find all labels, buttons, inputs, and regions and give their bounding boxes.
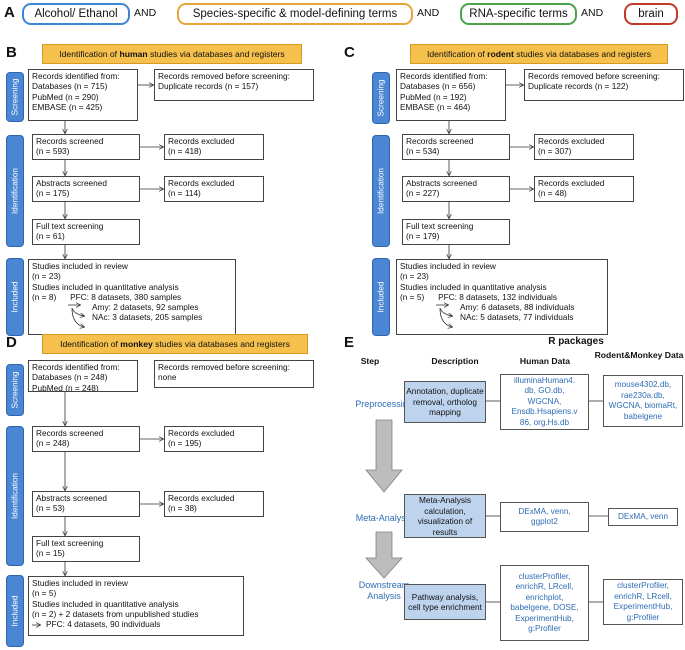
col-rodent-header: Rodent&Monkey Data: [594, 350, 684, 360]
rodent-packages-downstream: clusterProfiler, enrichR, LRcell, Experi…: [603, 579, 683, 625]
stage-screening: Screening: [372, 72, 390, 124]
step-downstream-analysis: Downstream Analysis: [358, 580, 410, 601]
records-removed-box: Records removed before screening:none: [154, 360, 314, 388]
records-excluded-box: Records excluded(n = 114): [164, 176, 264, 202]
panel-b-title: Identification of human studies via data…: [42, 44, 302, 64]
records-excluded-box: Records excluded(n = 307): [534, 134, 634, 160]
records-screened-box: Records screened(n = 248): [32, 426, 140, 452]
and-word: AND: [417, 7, 440, 19]
stage-identification: Identification: [6, 135, 24, 247]
stage-included: Included: [6, 258, 24, 336]
rodent-packages-meta-analysis: DExMA, venn: [608, 508, 678, 526]
full-text-box: Full text screening(n = 61): [32, 219, 140, 245]
stage-screening: Screening: [6, 364, 24, 416]
panel-e-label: E: [344, 334, 355, 351]
included-box: Studies included in review(n = 23)Studie…: [396, 259, 608, 335]
panel-c-label: C: [344, 44, 355, 61]
search-term-brain: brain: [624, 3, 678, 25]
records-excluded-box: Records excluded(n = 38): [164, 491, 264, 517]
full-text-box: Full text screening(n = 179): [402, 219, 510, 245]
panel-c-title: Identification of rodent studies via dat…: [410, 44, 668, 64]
human-packages-meta-analysis: DExMA, venn, ggplot2: [500, 502, 589, 532]
and-word: AND: [134, 7, 157, 19]
full-text-box: Full text screening(n = 15): [32, 536, 140, 562]
preprocessing-description: Annotation, duplicate removal, ortholog …: [404, 381, 486, 423]
abstracts-screened-box: Abstracts screened(n = 227): [402, 176, 510, 202]
search-term-rna: RNA-specific terms: [460, 3, 577, 25]
records-screened-box: Records screened(n = 534): [402, 134, 510, 160]
col-description-header: Description: [431, 356, 479, 366]
human-packages-preprocessing: illuminaHuman4. db, GO.db, WGCNA, Ensdb.…: [500, 374, 589, 430]
stage-identification: Identification: [372, 135, 390, 247]
included-box: Studies included in review(n = 5)Studies…: [28, 576, 244, 636]
r-packages-header: R packages: [548, 336, 604, 347]
records-screened-box: Records screened(n = 593): [32, 134, 140, 160]
panel-b-label: B: [6, 44, 17, 61]
downstream-description: Pathway analysis, cell type enrichment: [404, 584, 486, 620]
records-identified-box: Records identified from:Databases (n = 2…: [28, 360, 138, 392]
stage-included: Included: [6, 575, 24, 647]
stage-identification: Identification: [6, 426, 24, 566]
step-meta-analysis: Meta-Analysis: [355, 513, 413, 523]
stage-screening: Screening: [6, 72, 24, 122]
panel-a-label: A: [4, 4, 15, 21]
records-identified-box: Records identified from:Databases (n = 6…: [396, 69, 506, 121]
records-removed-box: Records removed before screening:Duplica…: [524, 69, 684, 101]
records-excluded-box: Records excluded(n = 195): [164, 426, 264, 452]
records-excluded-box: Records excluded(n = 418): [164, 134, 264, 160]
search-term-alcohol: Alcohol/ Ethanol: [22, 3, 130, 25]
col-step-header: Step: [360, 356, 380, 366]
step-preprocessing: Preprocessing: [355, 399, 413, 409]
abstracts-screened-box: Abstracts screened(n = 53): [32, 491, 140, 517]
rodent-packages-preprocessing: mouse4302.db, rae230a.db, WGCNA, biomaRt…: [603, 375, 683, 427]
records-identified-box: Records identified from:Databases (n = 7…: [28, 69, 138, 121]
search-term-species: Species-specific & model-defining terms: [177, 3, 413, 25]
records-removed-box: Records removed before screening:Duplica…: [154, 69, 314, 101]
stage-included: Included: [372, 258, 390, 336]
col-human-header: Human Data: [519, 356, 571, 366]
human-packages-downstream: clusterProfiler, enrichR, LRcell, enrich…: [500, 565, 589, 641]
panel-d-label: D: [6, 334, 17, 351]
abstracts-screened-box: Abstracts screened(n = 175): [32, 176, 140, 202]
records-excluded-box: Records excluded(n = 48): [534, 176, 634, 202]
meta-analysis-description: Meta-Analysis calculation, visualization…: [404, 494, 486, 538]
panel-d-title: Identification of monkey studies via dat…: [42, 334, 308, 354]
and-word: AND: [581, 7, 604, 19]
